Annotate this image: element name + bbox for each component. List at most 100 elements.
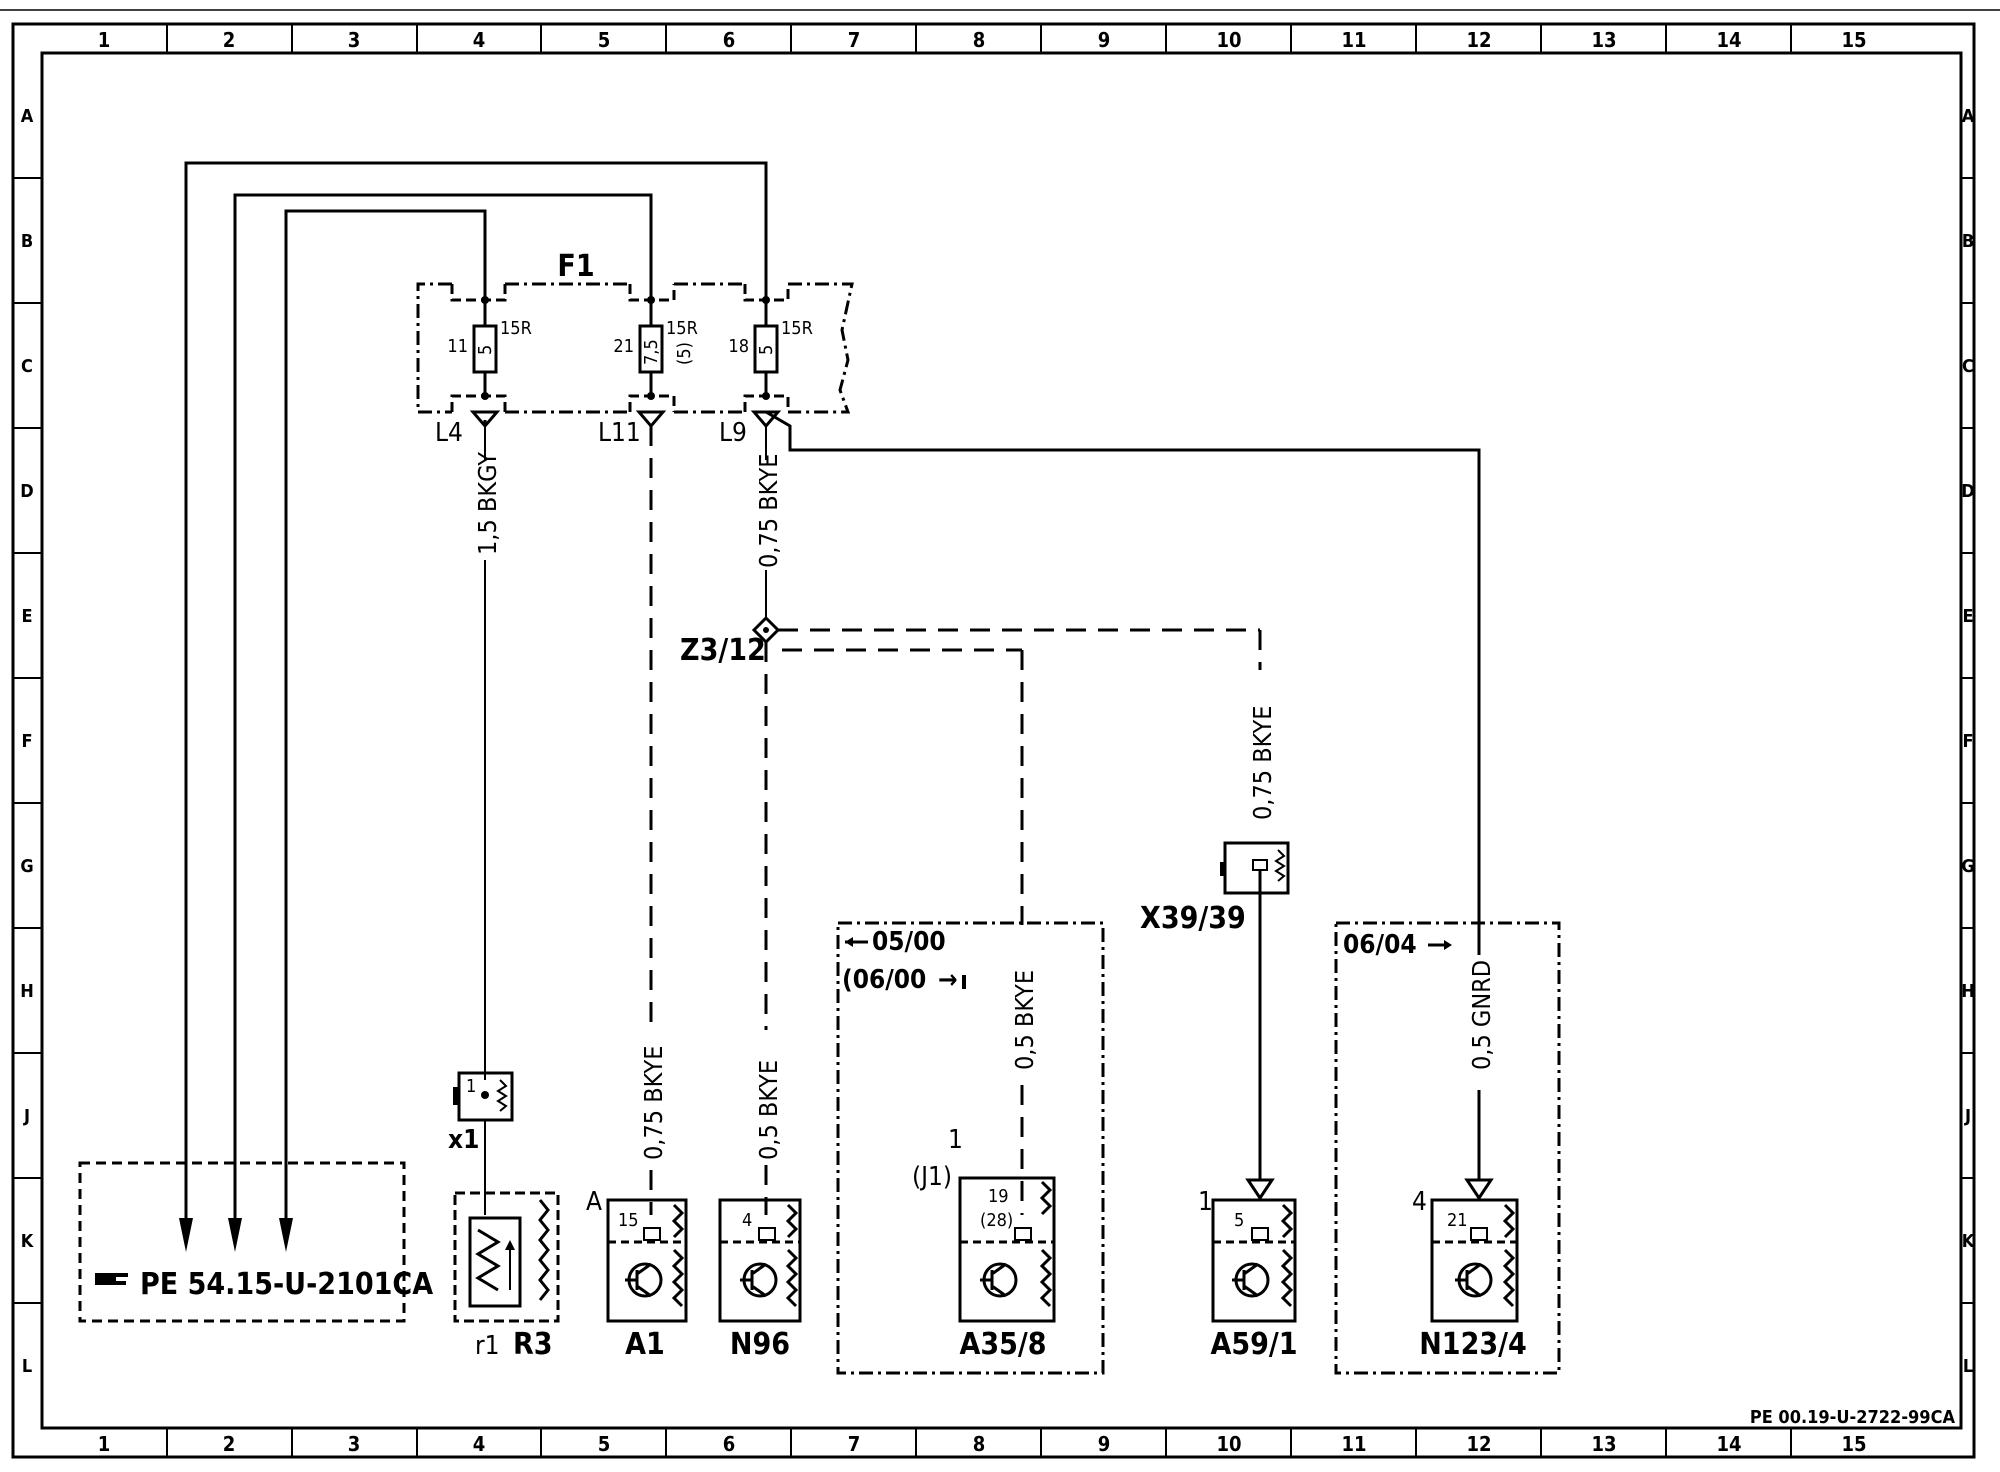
col-label: 11 bbox=[1341, 28, 1366, 52]
col-label: 2 bbox=[223, 28, 236, 52]
wire-label: 0,5 BKYE bbox=[754, 1060, 783, 1160]
row-label: H bbox=[20, 981, 34, 1002]
row-label: L bbox=[22, 1356, 32, 1377]
row-label: G bbox=[20, 856, 33, 877]
col-label: 13 bbox=[1591, 28, 1616, 52]
col-label: 6 bbox=[723, 1432, 736, 1456]
component-a1[interactable]: 15 A A1 bbox=[586, 1187, 688, 1362]
row-label: H bbox=[1961, 981, 1975, 1002]
col-label: 6 bbox=[723, 28, 736, 52]
component-r3[interactable]: r1 R3 bbox=[453, 1191, 560, 1362]
column-labels-top: 1 2 3 4 5 6 7 8 9 10 11 12 13 14 15 bbox=[98, 28, 1867, 52]
col-label: 7 bbox=[848, 28, 861, 52]
component-n96[interactable]: 4 N96 bbox=[718, 1198, 802, 1362]
col-label: 9 bbox=[1098, 1432, 1111, 1456]
column-labels-bottom: 1 2 3 4 5 6 7 8 9 10 11 12 13 14 15 bbox=[98, 1432, 1867, 1456]
fuse-11: 5 11 15R bbox=[447, 296, 532, 400]
row-label: J bbox=[23, 1106, 30, 1127]
reference-box[interactable]: PE 54.15-U-2101CA bbox=[78, 1161, 433, 1323]
col-label: 5 bbox=[598, 1432, 611, 1456]
wire-label: 1,5 BKGY bbox=[473, 452, 502, 555]
col-label: 13 bbox=[1591, 1432, 1616, 1456]
component-label: N123/4 bbox=[1419, 1327, 1527, 1362]
fuse-18: 5 18 15R bbox=[728, 296, 813, 400]
splice-label: Z3/12 bbox=[680, 633, 766, 668]
row-label: C bbox=[1962, 356, 1974, 377]
output-arrow-icon bbox=[469, 410, 501, 429]
component-pin-side: 1 bbox=[1198, 1187, 1213, 1217]
arrow-down-icon bbox=[279, 1218, 293, 1252]
component-a59-1[interactable]: 5 1 A59/1 bbox=[1198, 1187, 1298, 1362]
feed-wires bbox=[184, 161, 768, 1225]
component-label: A1 bbox=[625, 1327, 665, 1362]
fuse-terminal: 15R bbox=[666, 318, 698, 339]
row-label: J bbox=[1964, 1106, 1971, 1127]
fuse-terminal: 15R bbox=[500, 318, 532, 339]
fuse-box-label: F1 bbox=[557, 249, 594, 284]
row-label: K bbox=[21, 1231, 35, 1252]
component-label: A35/8 bbox=[959, 1327, 1046, 1362]
connector-x1: 1 x1 bbox=[448, 1071, 514, 1155]
col-label: 7 bbox=[848, 1432, 861, 1456]
component-a35-8[interactable]: 05/00 (06/00 → 1 (J1) 19 (28) A35/8 bbox=[836, 921, 1105, 1375]
component-label: R3 bbox=[513, 1327, 553, 1362]
row-label: F bbox=[21, 731, 32, 752]
validity-arrow: → bbox=[938, 965, 958, 995]
row-label: A bbox=[21, 106, 34, 127]
col-label: 4 bbox=[473, 28, 486, 52]
fuse-rating: 5 bbox=[756, 345, 777, 355]
reference-link[interactable]: PE 54.15-U-2101CA bbox=[140, 1267, 433, 1302]
col-label: 14 bbox=[1716, 1432, 1741, 1456]
arrow-down-icon bbox=[1464, 1178, 1494, 1201]
col-label: 12 bbox=[1466, 28, 1491, 52]
output-label-l9: L9 bbox=[719, 418, 747, 448]
resistor-icon bbox=[475, 1228, 501, 1292]
connector-label: X39/39 bbox=[1140, 901, 1246, 936]
row-labels-left: A B C D E F G H J K L bbox=[20, 106, 35, 1377]
connector-pin: 1 bbox=[466, 1076, 476, 1097]
wire-label: 0,75 BKYE bbox=[1248, 706, 1277, 820]
fuse-number: 21 bbox=[613, 336, 634, 357]
column-dividers bbox=[166, 24, 1792, 1457]
validity-from: 05/00 bbox=[872, 927, 946, 957]
col-label: 3 bbox=[348, 28, 361, 52]
row-labels-right: A B C D E F G H J K L bbox=[1961, 106, 1976, 1377]
component-pin-side: A bbox=[586, 1187, 602, 1217]
sheet-frame bbox=[0, 9, 2000, 1459]
wire-label: 0,5 BKYE bbox=[1010, 970, 1039, 1070]
row-label: D bbox=[1961, 481, 1974, 502]
row-label: K bbox=[1962, 1231, 1976, 1252]
fuse-terminal: 15R bbox=[781, 318, 813, 339]
output-arrow-icon bbox=[750, 410, 782, 429]
component-label: N96 bbox=[730, 1327, 790, 1362]
component-pin: 4 bbox=[742, 1210, 752, 1231]
arrow-down-icon bbox=[179, 1218, 193, 1252]
wire-label: 0,75 BKYE bbox=[754, 454, 783, 568]
component-pin-side: 4 bbox=[1412, 1187, 1427, 1217]
row-label: F bbox=[1962, 731, 1973, 752]
col-label: 3 bbox=[348, 1432, 361, 1456]
wire-n123-feed bbox=[765, 410, 1481, 955]
component-pin: 15 bbox=[618, 1210, 639, 1231]
component-pin: 21 bbox=[1447, 1210, 1468, 1231]
row-label: B bbox=[1962, 231, 1974, 252]
splice-distribution bbox=[764, 628, 1262, 1215]
component-label: A59/1 bbox=[1210, 1327, 1297, 1362]
validity-from: 06/04 bbox=[1343, 930, 1417, 960]
fuse-rating: 7,5 bbox=[641, 339, 662, 365]
col-label: 12 bbox=[1466, 1432, 1491, 1456]
component-n123-4[interactable]: 06/04 21 4 N123/4 bbox=[1334, 921, 1561, 1375]
col-label: 10 bbox=[1216, 28, 1241, 52]
col-label: 8 bbox=[973, 28, 986, 52]
col-label: 2 bbox=[223, 1432, 236, 1456]
reference-arrows bbox=[179, 1218, 293, 1252]
row-label: D bbox=[20, 481, 33, 502]
col-label: 14 bbox=[1716, 28, 1741, 52]
component-pin-alt: (28) bbox=[980, 1210, 1013, 1231]
arrow-down-icon bbox=[1245, 1178, 1275, 1201]
fuse-rating: 5 bbox=[475, 345, 496, 355]
wire-label: 0,75 BKYE bbox=[639, 1046, 668, 1160]
fuse-21: 7,5 21 15R (5) bbox=[613, 296, 698, 400]
output-label-l11: L11 bbox=[598, 418, 641, 448]
